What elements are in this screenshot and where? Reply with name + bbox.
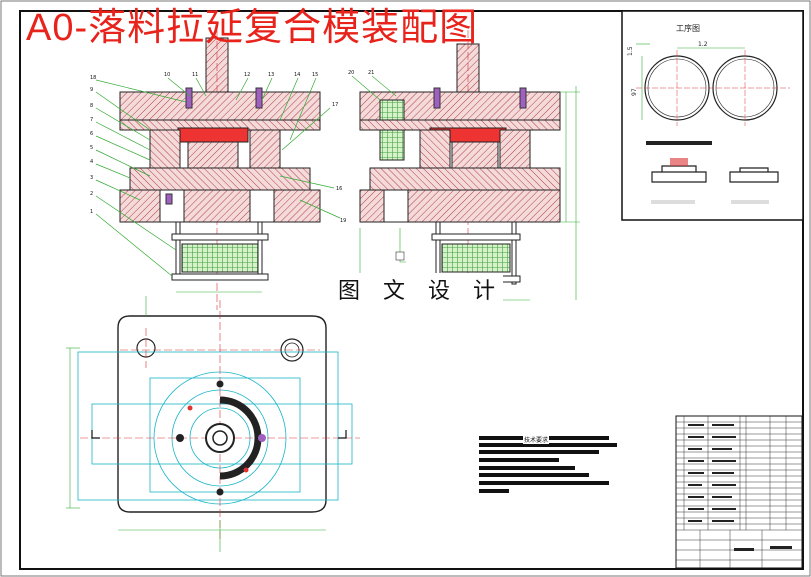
- svg-text:17: 17: [332, 102, 338, 108]
- svg-text:2: 2: [90, 191, 93, 197]
- front-section-view: 18 9 8 7 6 5 4 3 2 1 10 11 12 13 14 15 17 16 19: [90, 30, 346, 310]
- sheet-inner-border: [19, 10, 804, 570]
- svg-text:16: 16: [336, 186, 342, 192]
- svg-text:13: 13: [268, 72, 274, 78]
- svg-text:15: 15: [312, 72, 318, 78]
- svg-text:19: 19: [340, 218, 346, 224]
- process-sheet-title: 工序图: [676, 24, 700, 33]
- drawing-title: A0-落料拉延复合模装配图: [26, 7, 479, 49]
- dim-diameter: 97: [631, 88, 638, 96]
- svg-text:3: 3: [90, 175, 93, 181]
- svg-text:10: 10: [164, 72, 170, 78]
- svg-text:1: 1: [90, 209, 93, 215]
- svg-text:21: 21: [368, 70, 374, 76]
- process-sheet-panel: [621, 10, 804, 221]
- svg-text:20: 20: [348, 70, 354, 76]
- svg-text:11: 11: [192, 72, 198, 78]
- svg-text:8: 8: [90, 103, 93, 109]
- svg-text:12: 12: [244, 72, 250, 78]
- watermark-text: 图 文 设 计: [338, 273, 503, 305]
- dim-pitch: 1.2: [698, 41, 708, 48]
- svg-text:5: 5: [90, 145, 93, 151]
- svg-text:18: 18: [90, 75, 96, 81]
- svg-text:6: 6: [90, 131, 93, 137]
- plan-view: [66, 296, 360, 552]
- svg-text:9: 9: [90, 87, 93, 93]
- tech-requirements-title: 技术要求: [523, 435, 550, 444]
- svg-text:14: 14: [294, 72, 300, 78]
- process-dims: 1.5 97 1.2: [627, 41, 708, 96]
- svg-text:4: 4: [90, 159, 93, 165]
- parts-list-table: [675, 415, 803, 569]
- svg-text:7: 7: [90, 117, 93, 123]
- dim-thickness: 1.5: [627, 46, 634, 56]
- tech-requirements-block: [479, 436, 617, 493]
